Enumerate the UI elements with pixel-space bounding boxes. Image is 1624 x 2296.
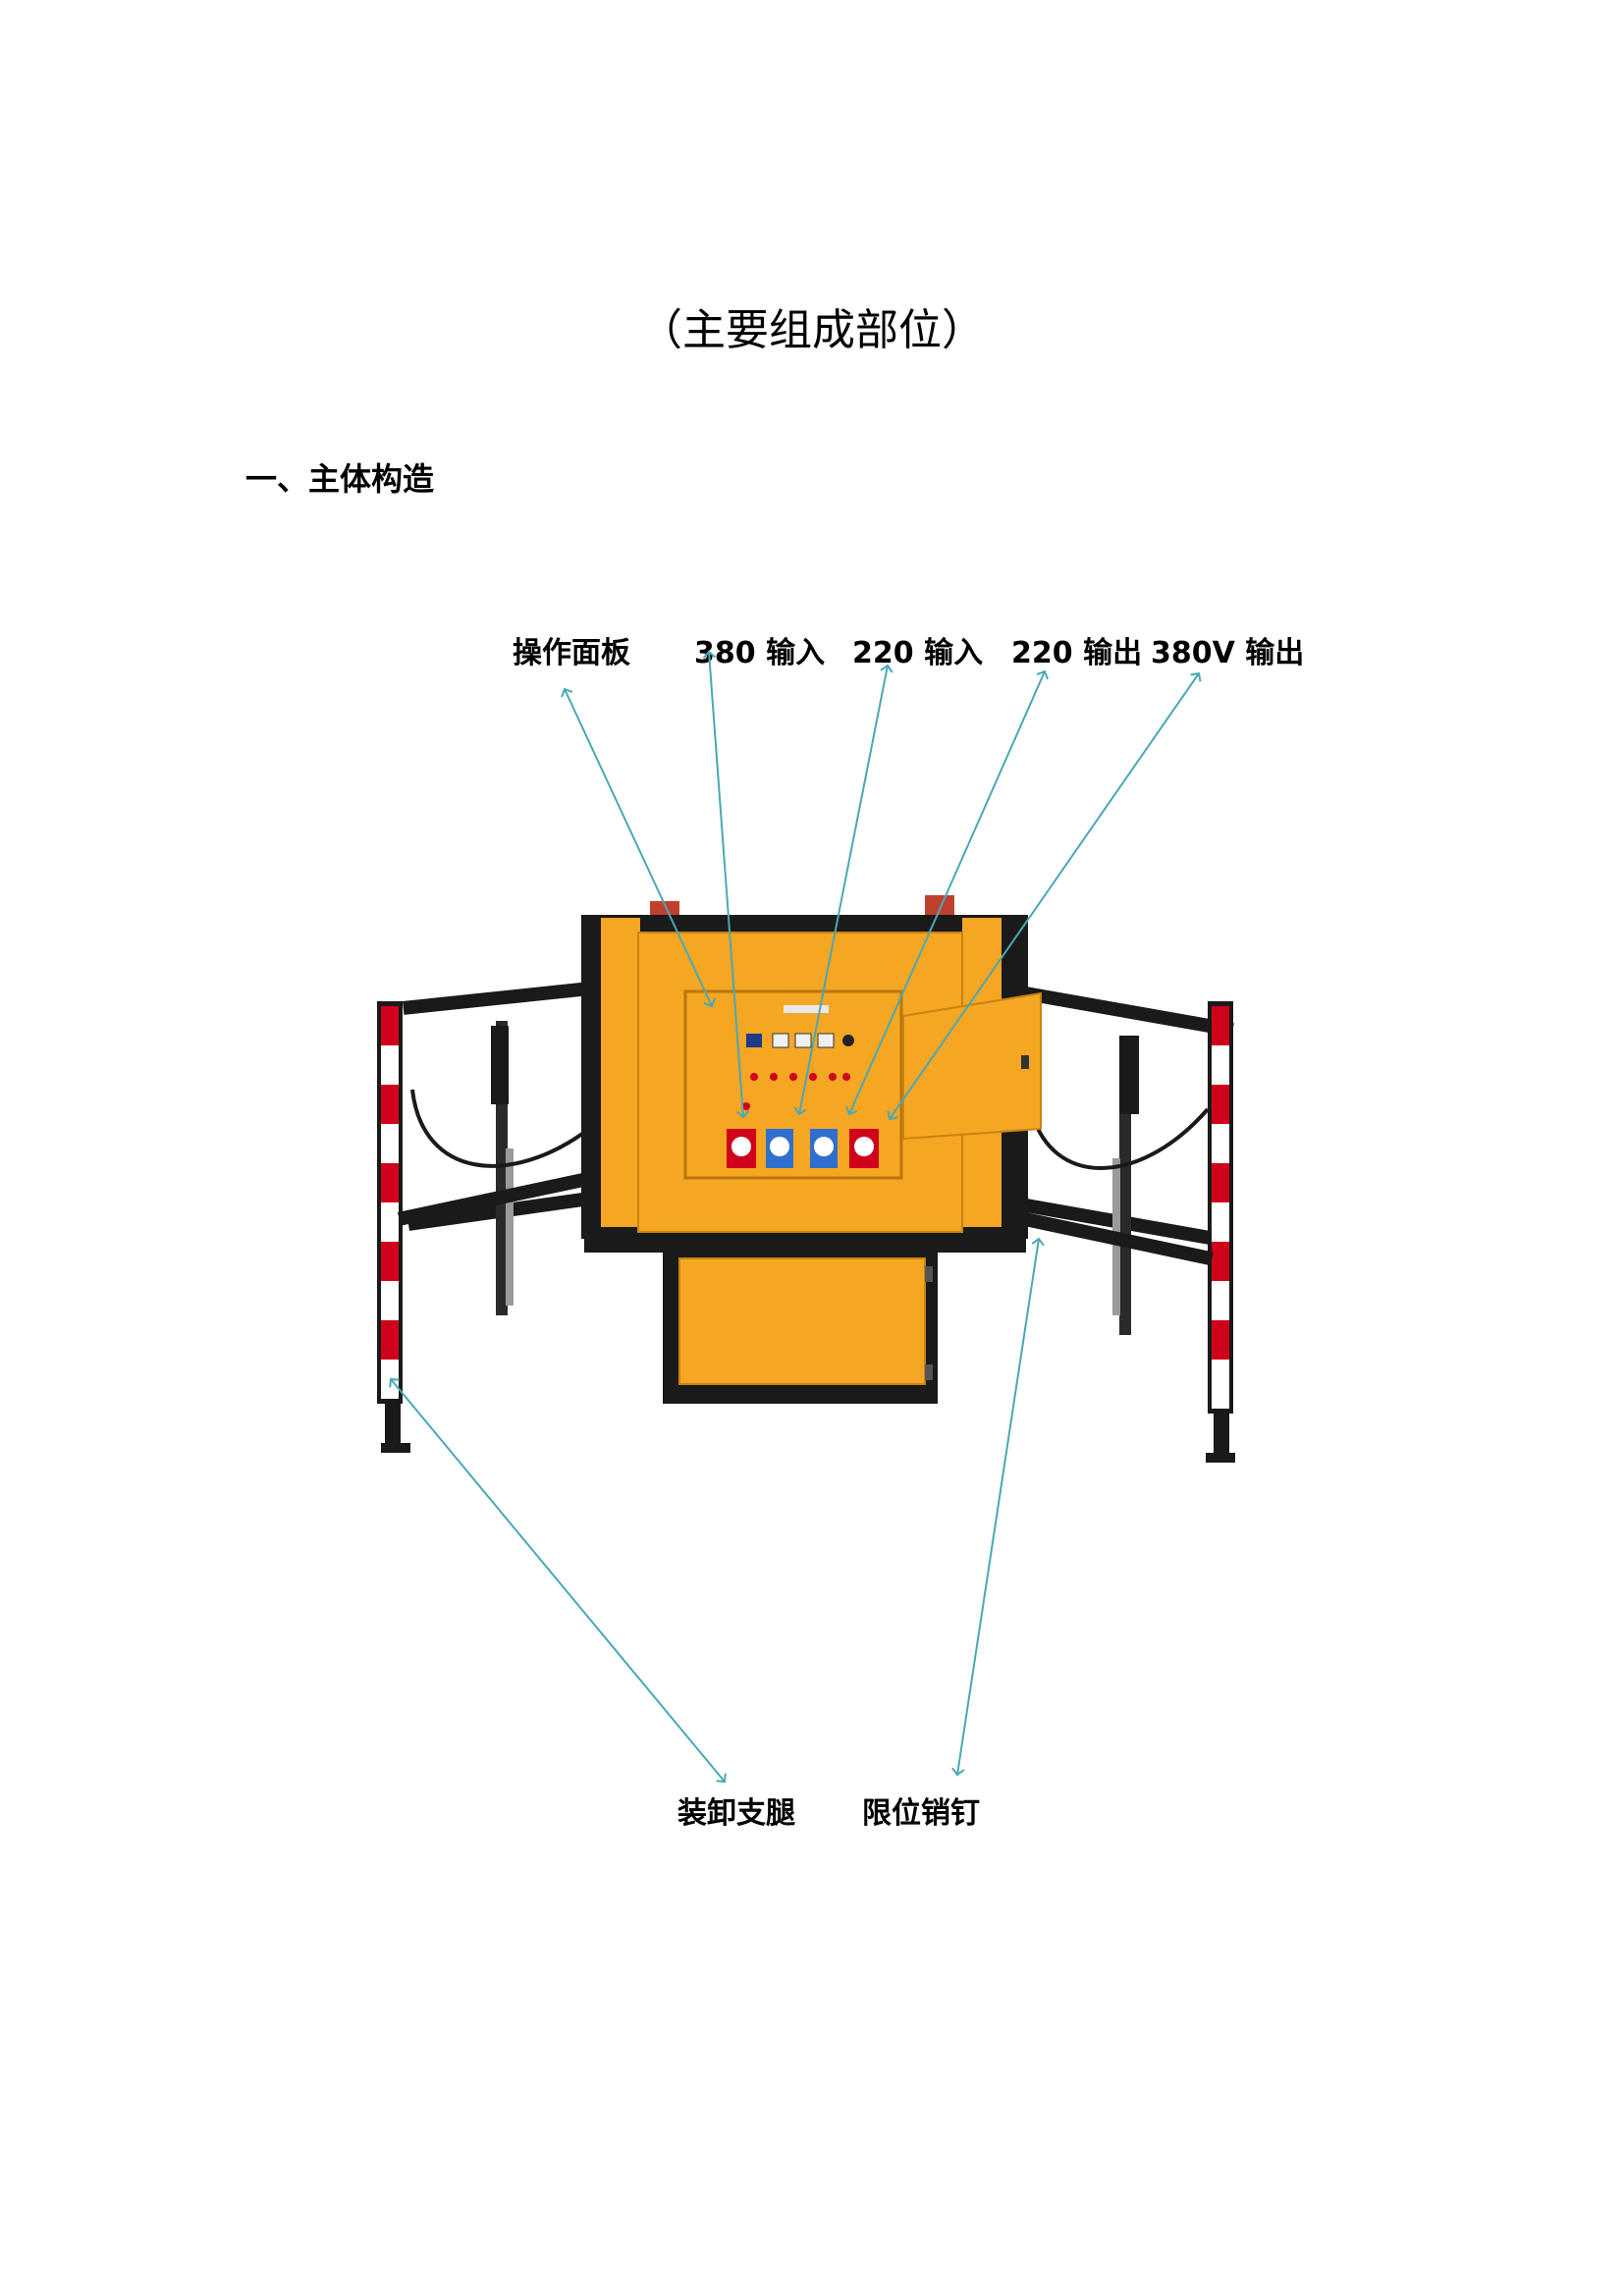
right-front-arm	[1023, 1212, 1214, 1266]
label-limit-pin: 限位销钉	[862, 1796, 980, 1831]
meter	[772, 1033, 789, 1048]
label-380v-output: 380V 输出	[1151, 636, 1305, 670]
digital-display	[746, 1034, 762, 1047]
right-frame	[1018, 987, 1234, 1335]
meter	[794, 1033, 812, 1048]
label-220-output: 220 输出	[1011, 636, 1143, 670]
label-support-legs: 装卸支腿	[677, 1796, 795, 1831]
label-operation-panel: 操作面板	[513, 636, 630, 670]
base-tray	[584, 1235, 1026, 1253]
left-front-arm	[397, 1171, 593, 1226]
left-support-leg	[377, 1001, 410, 1453]
section-heading: 一、主体构造	[245, 460, 435, 498]
right-support-leg	[1206, 1001, 1235, 1463]
callout-arrows	[389, 650, 1202, 1784]
left-frame	[402, 981, 600, 1315]
selector-knob	[842, 1035, 854, 1046]
open-door	[902, 991, 1042, 1141]
page-title: （主要组成部位）	[639, 305, 985, 355]
meter	[817, 1033, 835, 1048]
lower-cabinet	[663, 1252, 938, 1404]
